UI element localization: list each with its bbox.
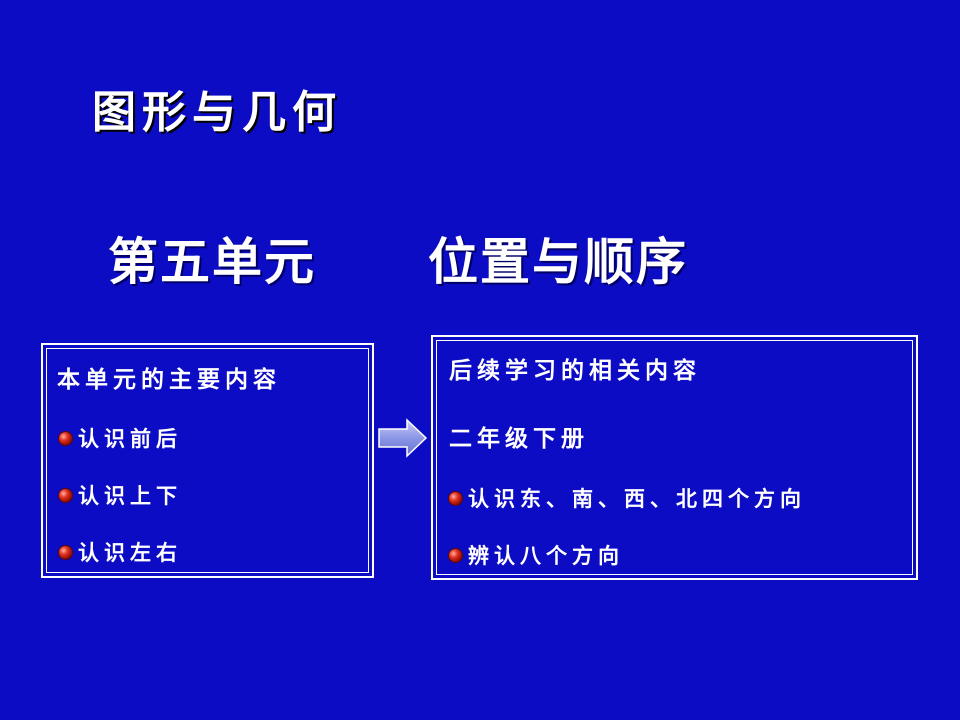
list-item-text: 认识前后 [78,426,182,451]
box-inner-border [46,348,369,573]
follow-up-content-box: 后续学习的相关内容 二年级下册 认识东、南、西、北四个方向 辨认八个方向 [431,335,918,580]
list-item-text: 认识上下 [78,483,182,508]
slide-title: 图形与几何 [92,87,342,138]
list-item-text: 认识东、南、西、北四个方向 [468,486,806,511]
list-item: 认识前后 [59,423,182,453]
red-ball-bullet-icon [59,431,72,445]
current-unit-content-box: 本单元的主要内容 认识前后 认识上下 认识左右 [41,343,374,578]
red-ball-bullet-icon [59,545,72,559]
red-ball-bullet-icon [449,548,462,562]
right-box-heading: 后续学习的相关内容 [449,357,701,384]
box-inner-border [436,340,913,575]
list-item: 认识东、南、西、北四个方向 [449,483,806,513]
unit-name: 位置与顺序 [428,232,688,291]
grade-label: 二年级下册 [449,425,589,452]
list-item-text: 辨认八个方向 [468,543,624,568]
right-arrow-icon [378,418,428,458]
unit-number: 第五单元 [108,232,316,291]
list-item: 认识左右 [59,537,182,567]
left-box-heading: 本单元的主要内容 [57,366,281,393]
red-ball-bullet-icon [59,488,72,502]
list-item-text: 认识左右 [78,540,182,565]
red-ball-bullet-icon [449,491,462,505]
list-item: 认识上下 [59,480,182,510]
list-item: 辨认八个方向 [449,540,624,570]
